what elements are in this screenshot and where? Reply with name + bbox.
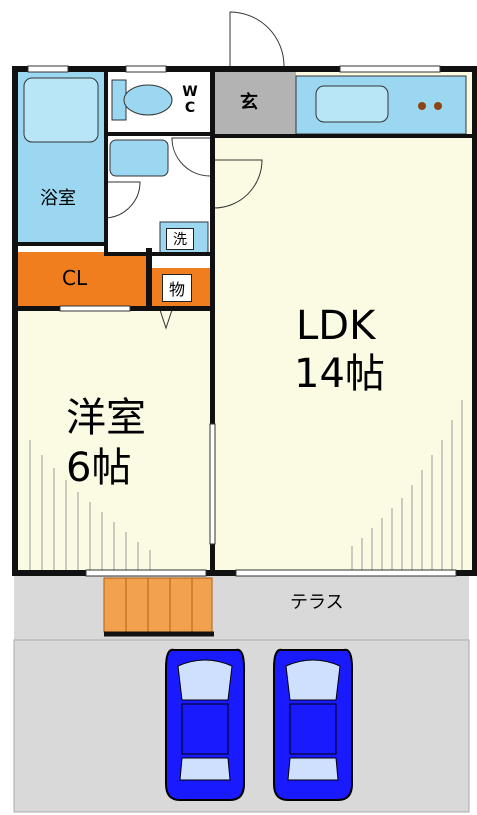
step-lines bbox=[125, 578, 193, 632]
terrace-name: テラス bbox=[290, 592, 344, 613]
washbasin bbox=[109, 139, 169, 177]
terrace-steps bbox=[103, 577, 213, 633]
bathroom-name: 浴室 bbox=[40, 188, 76, 209]
stove-burner bbox=[434, 102, 442, 110]
ldk-name: LDK bbox=[296, 303, 376, 349]
car bbox=[165, 648, 245, 801]
car bbox=[273, 648, 353, 801]
closet-name: CL bbox=[62, 266, 88, 290]
windows bbox=[27, 65, 457, 577]
ldk-size: 14帖 bbox=[294, 351, 385, 397]
washer-name: 洗 bbox=[173, 232, 187, 248]
western-room-floor-hatch bbox=[29, 440, 151, 570]
ldk-floor bbox=[214, 138, 472, 572]
toilet-name: WC bbox=[182, 84, 198, 116]
western-room-floor bbox=[18, 310, 214, 572]
entrance-name: 玄 bbox=[240, 92, 258, 113]
kitchen-sink bbox=[315, 85, 389, 123]
storage-label-box: 物 bbox=[162, 274, 192, 302]
western-room-name: 洋室 bbox=[66, 395, 146, 441]
ldk-floor-hatch bbox=[351, 400, 463, 570]
bathtub bbox=[23, 77, 99, 143]
stove-burner bbox=[418, 102, 426, 110]
entrance-floor bbox=[214, 72, 296, 138]
western-room-size: 6帖 bbox=[66, 445, 132, 491]
storage-name: 物 bbox=[168, 280, 185, 299]
washer-label-box: 洗 bbox=[166, 228, 194, 250]
closet-floor bbox=[18, 252, 146, 306]
toilet-bowl bbox=[123, 84, 173, 116]
terrace-area bbox=[14, 575, 469, 640]
